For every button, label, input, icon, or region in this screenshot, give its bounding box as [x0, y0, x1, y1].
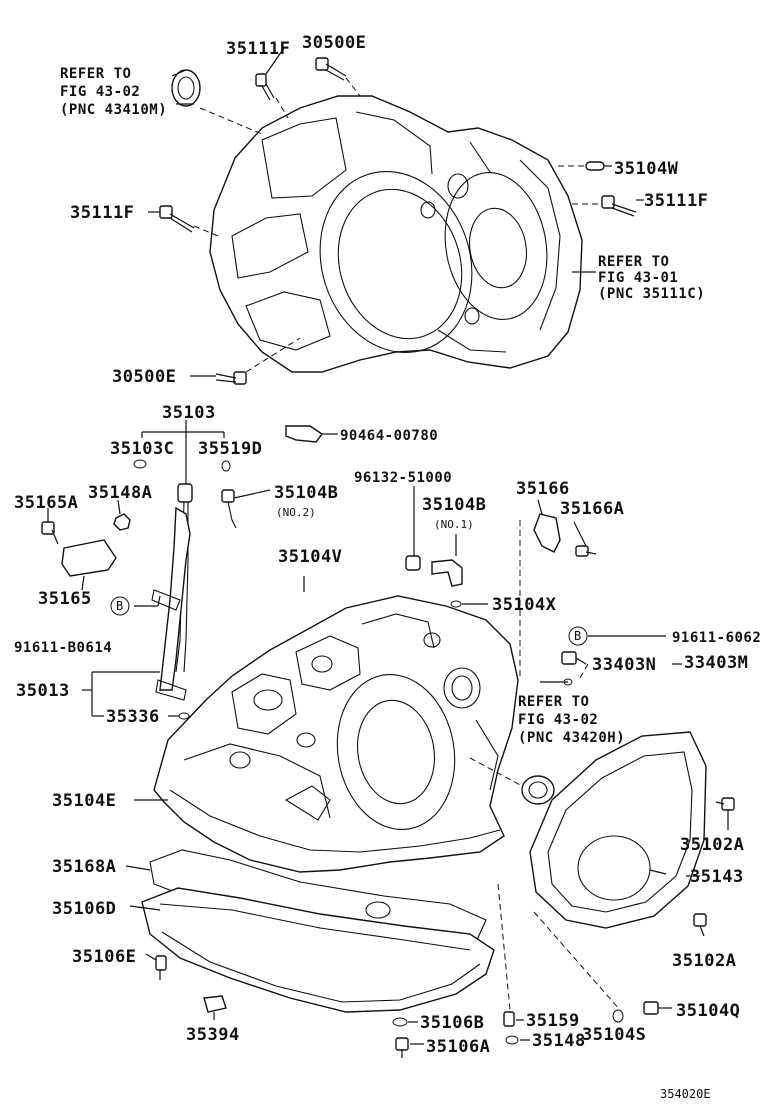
- label-35106A: 35106A: [426, 1037, 490, 1057]
- label-35104S: 35104S: [582, 1025, 646, 1045]
- label-35104Q: 35104Q: [676, 1001, 740, 1021]
- bolt-35165A: [41, 521, 59, 545]
- transaxle-case: [153, 595, 519, 873]
- bolt-35111F-left: [159, 205, 195, 233]
- hose-35104V: [232, 527, 382, 599]
- label-35104X: 35104X: [492, 595, 557, 615]
- plug-35106A: [395, 1037, 409, 1058]
- label-35102A-upper: 35102A: [680, 835, 744, 855]
- label-30500E-top: 30500E: [302, 33, 366, 53]
- label-90464-00780: 90464-00780: [340, 428, 438, 444]
- label-35148: 35148: [532, 1031, 586, 1051]
- ref3-line3: (PNC 43420H): [518, 730, 625, 746]
- label-35106D: 35106D: [52, 899, 116, 919]
- circle-b-right-letter: B: [574, 629, 581, 643]
- label-35104W: 35104W: [614, 159, 679, 179]
- clamp-90464: [285, 425, 338, 443]
- plug-35104Q: [643, 1001, 659, 1015]
- label-35168A: 35168A: [52, 857, 116, 877]
- label-35159: 35159: [526, 1011, 580, 1031]
- label-35102A-lower: 35102A: [672, 951, 736, 971]
- label-35166A: 35166A: [560, 499, 624, 519]
- bolt-30500E-top: [315, 57, 347, 81]
- label-35165A: 35165A: [14, 493, 78, 513]
- label-96132-51000: 96132-51000: [354, 470, 452, 486]
- ref1-line3: (PNC 43410M): [60, 102, 167, 118]
- ref2-line3: (PNC 35111C): [598, 286, 705, 302]
- bolt-35111F-right: [601, 195, 637, 217]
- label-35106B: 35106B: [420, 1013, 484, 1033]
- magnet-35394: [203, 995, 227, 1013]
- plug-35104S: [612, 1009, 624, 1023]
- label-35111F-left: 35111F: [70, 203, 134, 223]
- o-ring-35103C: [133, 459, 147, 469]
- label-33403M: 33403M: [684, 653, 748, 673]
- label-35143: 35143: [690, 867, 744, 887]
- bolt-35102A-lower: [693, 913, 707, 937]
- oil-seal-middle: [521, 775, 555, 805]
- bolt-30500E-bottom: [215, 371, 247, 385]
- pin-35104W: [585, 161, 605, 171]
- label-91611-60628: 91611-60628: [672, 630, 760, 646]
- gasket-35106B: [392, 1017, 408, 1027]
- label-33403N: 33403N: [592, 655, 656, 675]
- gasket-35148: [505, 1035, 519, 1045]
- label-35336: 35336: [106, 707, 160, 727]
- dipstick-35103: [175, 483, 193, 673]
- label-35106E: 35106E: [72, 947, 136, 967]
- label-35394: 35394: [186, 1025, 240, 1045]
- ref2-line2: FIG 43-01: [598, 270, 678, 286]
- ref1-line1: REFER TO: [60, 66, 131, 82]
- note-no1: (NO.1): [434, 518, 474, 531]
- guide-tube-35013: [151, 506, 191, 701]
- fitting-96132: [405, 555, 421, 571]
- sensor-35166: [533, 513, 561, 553]
- note-no2: (NO.2): [276, 506, 316, 519]
- label-35111F-right: 35111F: [644, 191, 708, 211]
- plug-35106E: [155, 955, 167, 980]
- ref3-line1: REFER TO: [518, 694, 589, 710]
- connector-33403N: [561, 651, 577, 686]
- label-35104B-no1: 35104B: [422, 495, 486, 515]
- label-35165: 35165: [38, 589, 92, 609]
- union-35104B-no1: [431, 559, 463, 587]
- o-ring-35519D: [221, 460, 231, 472]
- union-35104B-no2: [221, 489, 237, 529]
- bolt-35159: [503, 1011, 515, 1027]
- label-30500E-bottom: 30500E: [112, 367, 176, 387]
- bolt-35111F-top: [255, 73, 275, 101]
- o-ring-35104X: [450, 600, 462, 608]
- label-35104E: 35104E: [52, 791, 116, 811]
- circle-b-left: [110, 596, 130, 616]
- ref3-line2: FIG 43-02: [518, 712, 598, 728]
- circle-b-right: [568, 626, 588, 646]
- label-35519D: 35519D: [198, 439, 262, 459]
- bracket-35165: [61, 539, 117, 577]
- label-35104V: 35104V: [278, 547, 342, 567]
- oil-seal-top: [171, 69, 201, 107]
- label-35103: 35103: [162, 403, 216, 423]
- figure-id: 354020E: [660, 1087, 711, 1101]
- label-35148A: 35148A: [88, 483, 152, 503]
- oil-pan-35106D: [141, 887, 495, 1013]
- ref1-line2: FIG 43-02: [60, 84, 140, 100]
- nut-35148A: [113, 513, 131, 531]
- label-35104B-no2: 35104B: [274, 483, 338, 503]
- bolt-35102A-upper: [715, 797, 735, 811]
- label-35111F-top: 35111F: [226, 39, 290, 59]
- circle-b-left-letter: B: [116, 599, 123, 613]
- label-35103C: 35103C: [110, 439, 174, 459]
- label-91611-B0614: 91611-B0614: [14, 640, 112, 656]
- label-35013: 35013: [16, 681, 70, 701]
- case-cover-35143: [529, 731, 707, 929]
- label-35166: 35166: [516, 479, 570, 499]
- ref2-line1: REFER TO: [598, 254, 669, 270]
- transaxle-housing: [209, 95, 583, 373]
- bolt-35166A: [575, 545, 597, 557]
